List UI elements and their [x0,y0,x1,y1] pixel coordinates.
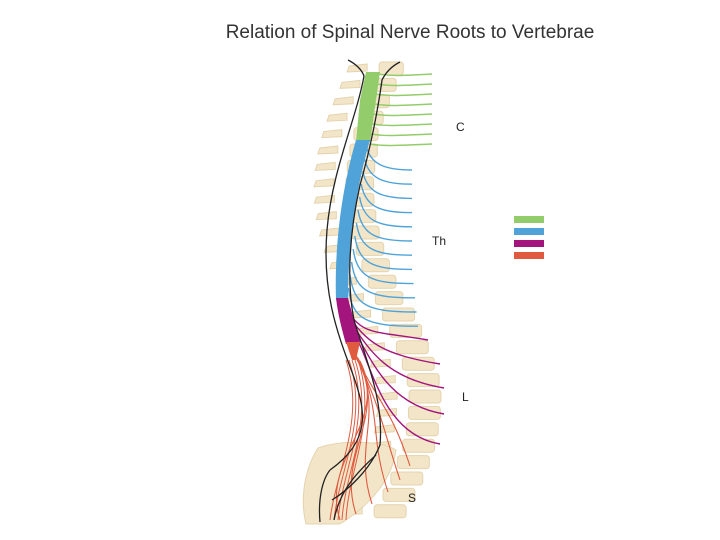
dural-sac-outline [318,59,401,523]
vertebra [408,389,442,404]
vertebra [374,291,404,306]
cervical-region-label: C [456,120,465,134]
sacral-nerve-roots [329,345,411,521]
nerve-root [377,73,433,77]
lumbar-cord-segment [336,298,360,344]
vertebra [389,323,423,338]
thoracic-nerve-roots [347,144,419,327]
nerve-root [358,196,413,228]
legend-swatch-thoracic [514,228,544,235]
nerve-root [352,248,414,285]
nerve-root [345,359,366,521]
nerve-root [362,170,413,200]
vertebra [373,504,407,519]
vertebra [396,455,430,470]
spinous-process [326,112,348,122]
nerve-root [355,222,413,256]
nerve-root [375,93,433,97]
legend-swatch-lumbar [514,240,544,247]
nerve-root [370,133,433,137]
diagram-title: Relation of Spinal Nerve Roots to Verteb… [225,22,595,43]
vertebra [390,471,424,486]
spinous-process [369,358,391,368]
nerve-root [369,143,433,147]
nerve-root [335,360,369,521]
sacral-region-label: S [408,491,416,505]
nerve-root [357,209,413,242]
spinous-process [313,194,335,204]
sacral-cord-segment [346,342,360,360]
nerve-root [360,183,413,214]
cervical-cord-segment [356,72,380,142]
thoracic-cord-segment [335,140,370,300]
spinous-process [314,161,336,171]
nerve-root [349,274,417,313]
nerve-root [350,261,416,299]
vertebra [355,241,385,256]
spinous-process [315,211,337,221]
spinous-process [346,63,368,73]
nerve-root [350,357,369,515]
vertebra [382,487,416,502]
lumbar-region-label: L [462,390,469,404]
color-legend [514,216,544,264]
legend-swatch-sacral [514,252,544,259]
spinous-process [317,145,339,155]
thoracic-region-label: Th [432,234,446,248]
spinous-process [318,227,341,237]
cervical-nerve-roots [369,73,433,147]
nerve-root [376,83,433,87]
nerve-root [355,354,373,505]
nerve-root [354,235,413,271]
spinous-process [321,129,343,139]
nerve-root [347,287,419,327]
nerve-root [341,359,363,521]
vertebra [405,422,439,437]
vertebra [406,373,440,388]
nerve-root [329,359,354,521]
vertebra [395,340,429,355]
nerve-root [337,359,360,521]
spinous-process [375,407,397,417]
nerve-root [333,359,357,521]
nerve-root [374,103,433,107]
spinous-process [339,79,361,89]
legend-swatch-cervical [514,216,544,223]
spinous-process [313,178,335,188]
spinal-cord [335,72,380,360]
spinous-process [332,96,354,106]
